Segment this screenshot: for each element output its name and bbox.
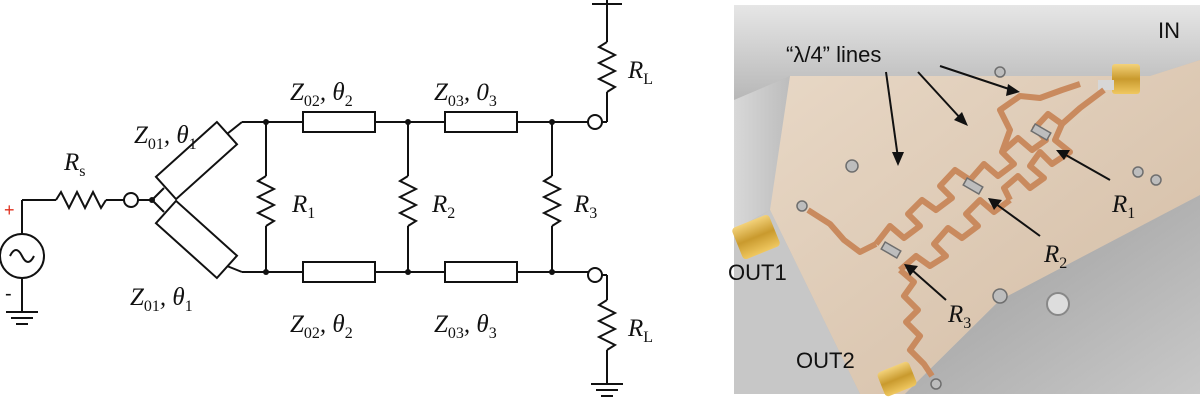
arrow-r2-icon (995, 203, 1041, 237)
branch-top-label: Z01, θ1 (134, 122, 197, 153)
schematic-labels: + - Rs Z01, θ1 Z01, θ1 Z02, θ2 Z03, 03 Z… (4, 57, 653, 346)
r1-chip-icon (1030, 123, 1052, 141)
pad-screw-6-icon (796, 200, 808, 212)
r2-label: R2 (431, 191, 455, 222)
line-top-2-icon (302, 111, 376, 133)
output-port-bottom-icon (587, 267, 603, 283)
trace-input (1060, 87, 1106, 127)
box-front-left (734, 210, 860, 394)
ground-top-icon (592, 0, 622, 5)
arrow-r1-icon (1063, 153, 1111, 181)
r3-chip-icon (880, 241, 902, 259)
trace-out1 (806, 207, 878, 255)
connector-out2-icon (877, 361, 917, 397)
source-resistor-icon (55, 189, 107, 211)
ground-bottom-icon (591, 383, 623, 397)
r1-label: R1 (291, 191, 315, 222)
minus-sign: - (5, 283, 12, 305)
arrow-lines-3-icon (939, 65, 1013, 91)
r2-chip-icon (962, 177, 984, 195)
pad-screw-2-icon (994, 66, 1006, 78)
microstrip-traces (806, 81, 1106, 378)
arrow-r3-icon (911, 269, 947, 301)
connector-in-icon (1098, 64, 1140, 94)
load-top-resistor-icon (596, 41, 618, 93)
annotation-arrows (885, 65, 1111, 301)
pcb-board (770, 60, 1200, 394)
line-top-3-label: Z03, 03 (434, 79, 497, 110)
schematic (0, 0, 623, 397)
line-bottom-2-icon (302, 261, 376, 283)
photo-r1-label: R1 (1111, 191, 1135, 222)
label-lambda-lines: “λ/4” lines (786, 42, 881, 67)
pad-screw-3-icon (1132, 166, 1144, 178)
label-out1: OUT1 (728, 260, 787, 285)
pad-screw-4-icon (1150, 174, 1162, 186)
load-top-label: RL (627, 57, 653, 88)
plus-sign: + (4, 200, 15, 220)
output-port-top-icon (587, 114, 603, 130)
trace-meander-upper (967, 111, 1064, 182)
line-bottom-3-label: Z03, θ3 (434, 311, 497, 342)
branch-bottom-label: Z01, θ1 (130, 284, 193, 315)
load-bottom-resistor-icon (596, 299, 618, 351)
trace-upper-right (997, 81, 1081, 154)
r1-resistor-icon (255, 119, 277, 275)
line-top-2-label: Z02, θ2 (290, 79, 353, 110)
arrow-lines-2-icon (917, 71, 963, 121)
branch-bottom-line-icon (154, 199, 239, 280)
r2-resistor-icon (397, 119, 419, 275)
input-port-icon (123, 192, 139, 208)
r3-label: R3 (573, 191, 597, 222)
trace-meander-lower-a (1001, 122, 1073, 202)
pad-screw-7-icon (930, 378, 942, 390)
label-out2: OUT2 (796, 348, 855, 373)
lid-screw-icon (1046, 292, 1070, 316)
photo-r3-label: R3 (947, 301, 971, 332)
pad-screw-5-icon (992, 288, 1008, 304)
photo: IN “λ/4” lines OUT1 OUT2 R1 R2 R3 (728, 5, 1200, 397)
trace-meander-lower-b (873, 167, 972, 246)
line-top-3-icon (444, 111, 518, 133)
pad-screw-1-icon (845, 159, 859, 173)
chip-resistors (796, 66, 1162, 390)
r3-resistor-icon (541, 119, 563, 275)
load-bottom-label: RL (627, 315, 653, 346)
source-resistance-label: Rs (63, 149, 86, 180)
line-bottom-3-icon (444, 261, 518, 283)
trace-meander-lower-c (898, 197, 1012, 273)
label-in: IN (1158, 18, 1180, 43)
line-bottom-2-label: Z02, θ2 (290, 311, 353, 342)
photo-r2-label: R2 (1043, 241, 1067, 272)
connector-out1-icon (732, 214, 780, 260)
trace-meander-out2 (898, 267, 935, 378)
arrow-lines-1-icon (885, 71, 899, 159)
ground-source-icon (6, 311, 38, 325)
box-back-wall (734, 5, 1200, 100)
ac-source-icon (0, 200, 45, 312)
